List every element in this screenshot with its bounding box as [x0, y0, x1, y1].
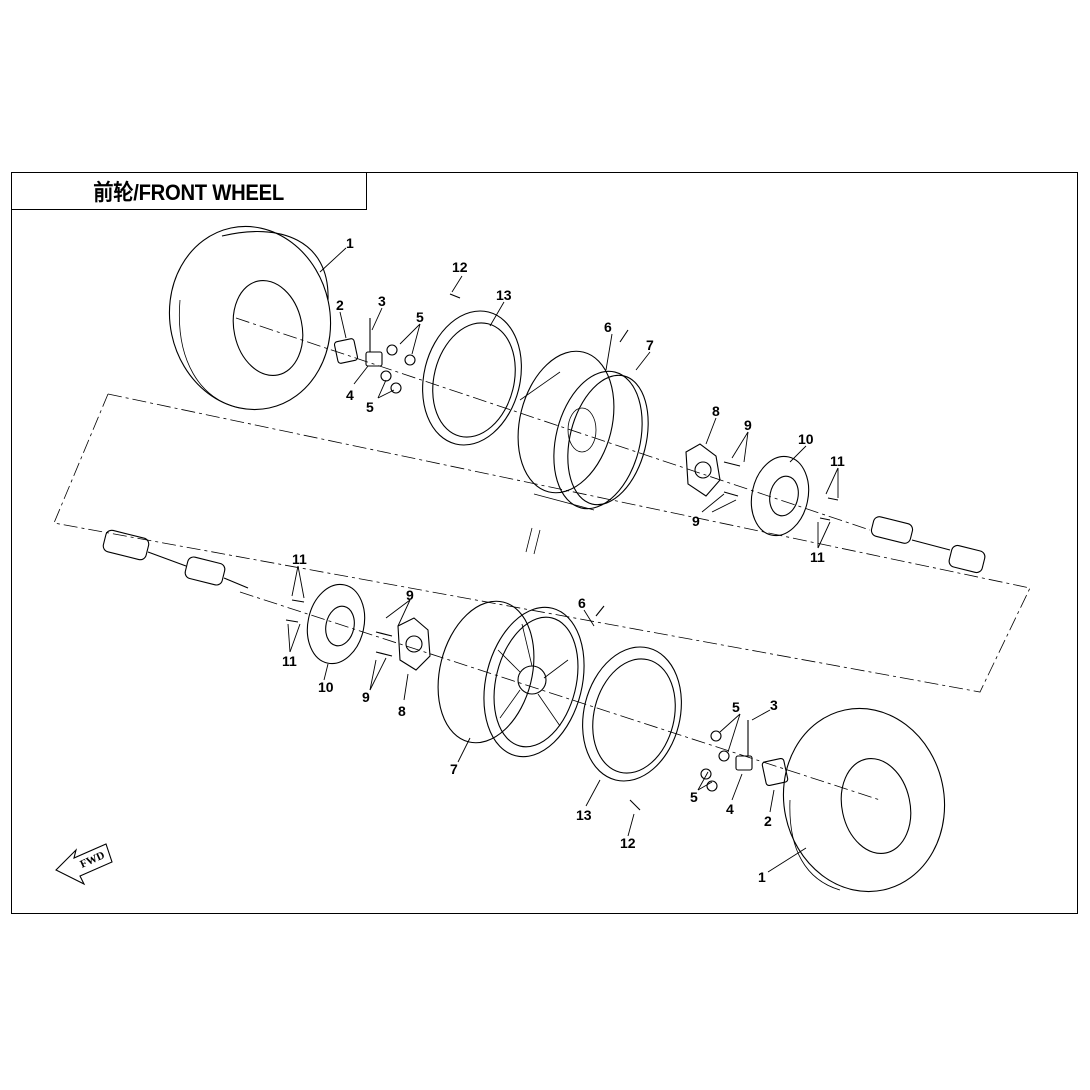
studs-top [723, 461, 741, 497]
callout-top-9b: 9 [692, 513, 700, 529]
callout-bot-3: 3 [770, 697, 778, 713]
callout-bot-12: 12 [620, 835, 636, 851]
callout-bot-1: 1 [758, 869, 766, 885]
callout-top-3: 3 [378, 293, 386, 309]
studs-bottom [375, 631, 393, 657]
callout-top-11b: 11 [810, 549, 825, 565]
callout-bot-9b: 9 [362, 689, 370, 705]
callout-bot-9a: 9 [406, 587, 414, 603]
bolt-12-top [449, 293, 461, 299]
fwd-label: FWD [78, 849, 106, 870]
callout-top-10: 10 [798, 431, 814, 447]
bolt-6-bottom [595, 605, 605, 617]
callout-top-13: 13 [496, 287, 512, 303]
title-box: 前轮/FRONT WHEEL [11, 172, 367, 210]
callout-bot-5b: 5 [690, 789, 698, 805]
hub-bottom [397, 617, 431, 671]
callout-bot-5a: 5 [732, 699, 740, 715]
brake-disc-top [750, 455, 810, 537]
callout-bot-8: 8 [398, 703, 406, 719]
rim-bottom [437, 600, 585, 758]
callout-bot-4: 4 [726, 801, 734, 817]
callout-top-7: 7 [646, 337, 654, 353]
callout-top-4: 4 [346, 387, 354, 403]
rim-top [517, 350, 649, 511]
callout-bot-10: 10 [318, 679, 334, 695]
brake-disc-bottom [306, 583, 366, 665]
callout-bot-6: 6 [578, 595, 586, 611]
bolt-12-bottom [629, 799, 641, 811]
bolts-11-top [819, 497, 839, 521]
beadlock-ring-bottom [582, 646, 682, 782]
callout-bot-13: 13 [576, 807, 592, 823]
callout-top-5a: 5 [416, 309, 424, 325]
assembly-axis-lines [53, 317, 1031, 801]
hub-parts-bottom [700, 720, 789, 792]
callout-top-8: 8 [712, 403, 720, 419]
axle-right [870, 516, 986, 574]
leader-lines [287, 247, 839, 873]
beadlock-ring-top [422, 310, 522, 446]
callout-top-1: 1 [346, 235, 354, 251]
callout-top-12: 12 [452, 259, 468, 275]
page-title: 前轮/FRONT WHEEL [93, 180, 285, 205]
axle-left [102, 529, 249, 589]
hub-top [685, 443, 721, 497]
callout-bot-11a: 11 [292, 551, 307, 567]
callout-bot-11b: 11 [282, 653, 297, 669]
callout-top-5b: 5 [366, 399, 374, 415]
hub-parts-top [333, 318, 416, 394]
bolts-11-bottom [285, 599, 305, 623]
callouts-bottom: 1 2 3 4 5 5 6 7 8 9 9 10 11 11 12 13 [282, 551, 778, 885]
callout-top-9a: 9 [744, 417, 752, 433]
tire-top [168, 225, 332, 411]
bolt-6-top [619, 329, 629, 343]
tire-bottom [782, 707, 946, 893]
callout-bot-2: 2 [764, 813, 772, 829]
callout-top-11a: 11 [830, 453, 845, 469]
callout-top-2: 2 [336, 297, 344, 313]
callouts-top: 1 2 3 4 5 5 6 7 8 9 9 10 11 11 12 13 [336, 235, 845, 565]
fwd-arrow: FWD [55, 843, 113, 886]
callout-top-6: 6 [604, 319, 612, 335]
callout-bot-7: 7 [450, 761, 458, 777]
diagram-frame [11, 172, 1078, 914]
